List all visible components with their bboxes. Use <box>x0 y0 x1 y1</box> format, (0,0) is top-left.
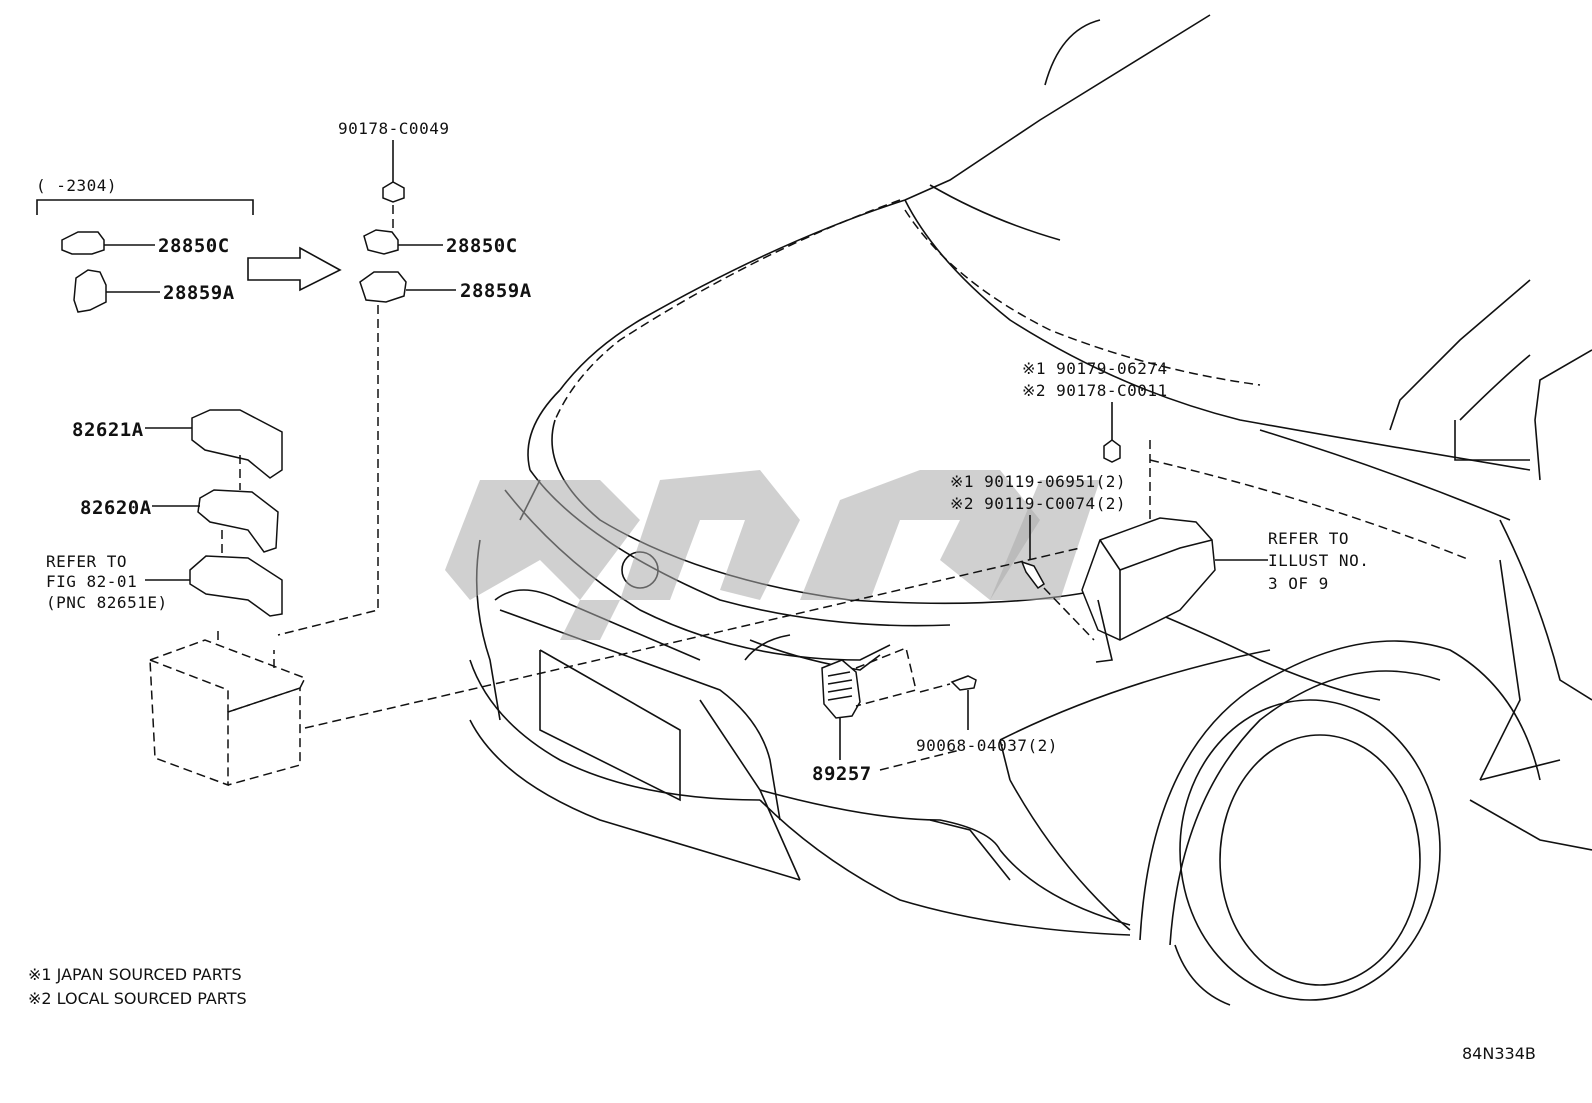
label-82621a: 82621A <box>72 419 144 441</box>
label-90068: 90068-04037(2) <box>916 736 1058 755</box>
note-local-sourced: ※2 LOCAL SOURCED PARTS <box>28 989 247 1008</box>
label-89257: 89257 <box>812 763 872 785</box>
bolt-90119 <box>1020 560 1045 590</box>
nut-90178-c0049 <box>382 181 405 203</box>
bracket-28859a-left <box>73 269 107 313</box>
legacy-parts-group: ( -2304) 28850C 28859A <box>36 176 342 313</box>
bolt-90068 <box>950 675 977 691</box>
label-nut-2: ※2 90178-C0011 <box>1022 381 1168 400</box>
cover-82621a <box>191 409 283 479</box>
fuse-box-group: ※1 90179-06274 ※2 90178-C0011 ※1 90119-0… <box>950 359 1369 663</box>
refer-fig-line3: (PNC 82651E) <box>46 593 168 612</box>
label-bolt-1: ※1 90119-06951(2) <box>950 472 1126 491</box>
battery-to-fusebox-link <box>304 547 1081 729</box>
label-28859a-right: 28859A <box>460 280 532 302</box>
cover-82620a <box>197 489 279 553</box>
refer-fig-line1: REFER TO <box>46 552 127 571</box>
terminal-stack: 90178-C0049 28850C 28859A <box>277 119 532 636</box>
sensor-28850c-right <box>363 229 399 255</box>
label-bolt-2: ※2 90119-C0074(2) <box>950 494 1126 513</box>
refer-illust-line2: ILLUST NO. <box>1268 551 1369 570</box>
label-28850c-right: 28850C <box>446 235 518 257</box>
refer-illust-line1: REFER TO <box>1268 529 1349 548</box>
battery-hold-down <box>189 555 283 617</box>
label-90178-c0049: 90178-C0049 <box>338 119 449 138</box>
refer-fig-line2: FIG 82-01 <box>46 572 137 591</box>
figure-code: 84N334B <box>1462 1044 1536 1063</box>
battery-group: 82621A 82620A REFER TO FIG 82-01 (PNC 82… <box>46 409 1081 787</box>
watermark-logo <box>445 470 1100 640</box>
label-28859a-left: 28859A <box>163 282 235 304</box>
bracket-28859a-right <box>359 271 407 303</box>
date-range-label: ( -2304) <box>36 176 117 195</box>
fuse-box <box>1081 517 1216 641</box>
label-28850c-left: 28850C <box>158 235 230 257</box>
sensor-89257 <box>821 659 861 719</box>
arrow-replacement-icon <box>247 246 342 292</box>
footnotes: ※1 JAPAN SOURCED PARTS ※2 LOCAL SOURCED … <box>28 965 1536 1063</box>
nut-90179-06274 <box>1103 439 1121 463</box>
label-82620a: 82620A <box>80 497 152 519</box>
label-nut-1: ※1 90179-06274 <box>1022 359 1168 378</box>
sensor-28850c-left <box>61 231 105 255</box>
sensor-89257-group: 89257 90068-04037(2) <box>812 646 1058 785</box>
refer-illust-line3: 3 OF 9 <box>1268 574 1329 593</box>
note-japan-sourced: ※1 JAPAN SOURCED PARTS <box>28 965 242 984</box>
